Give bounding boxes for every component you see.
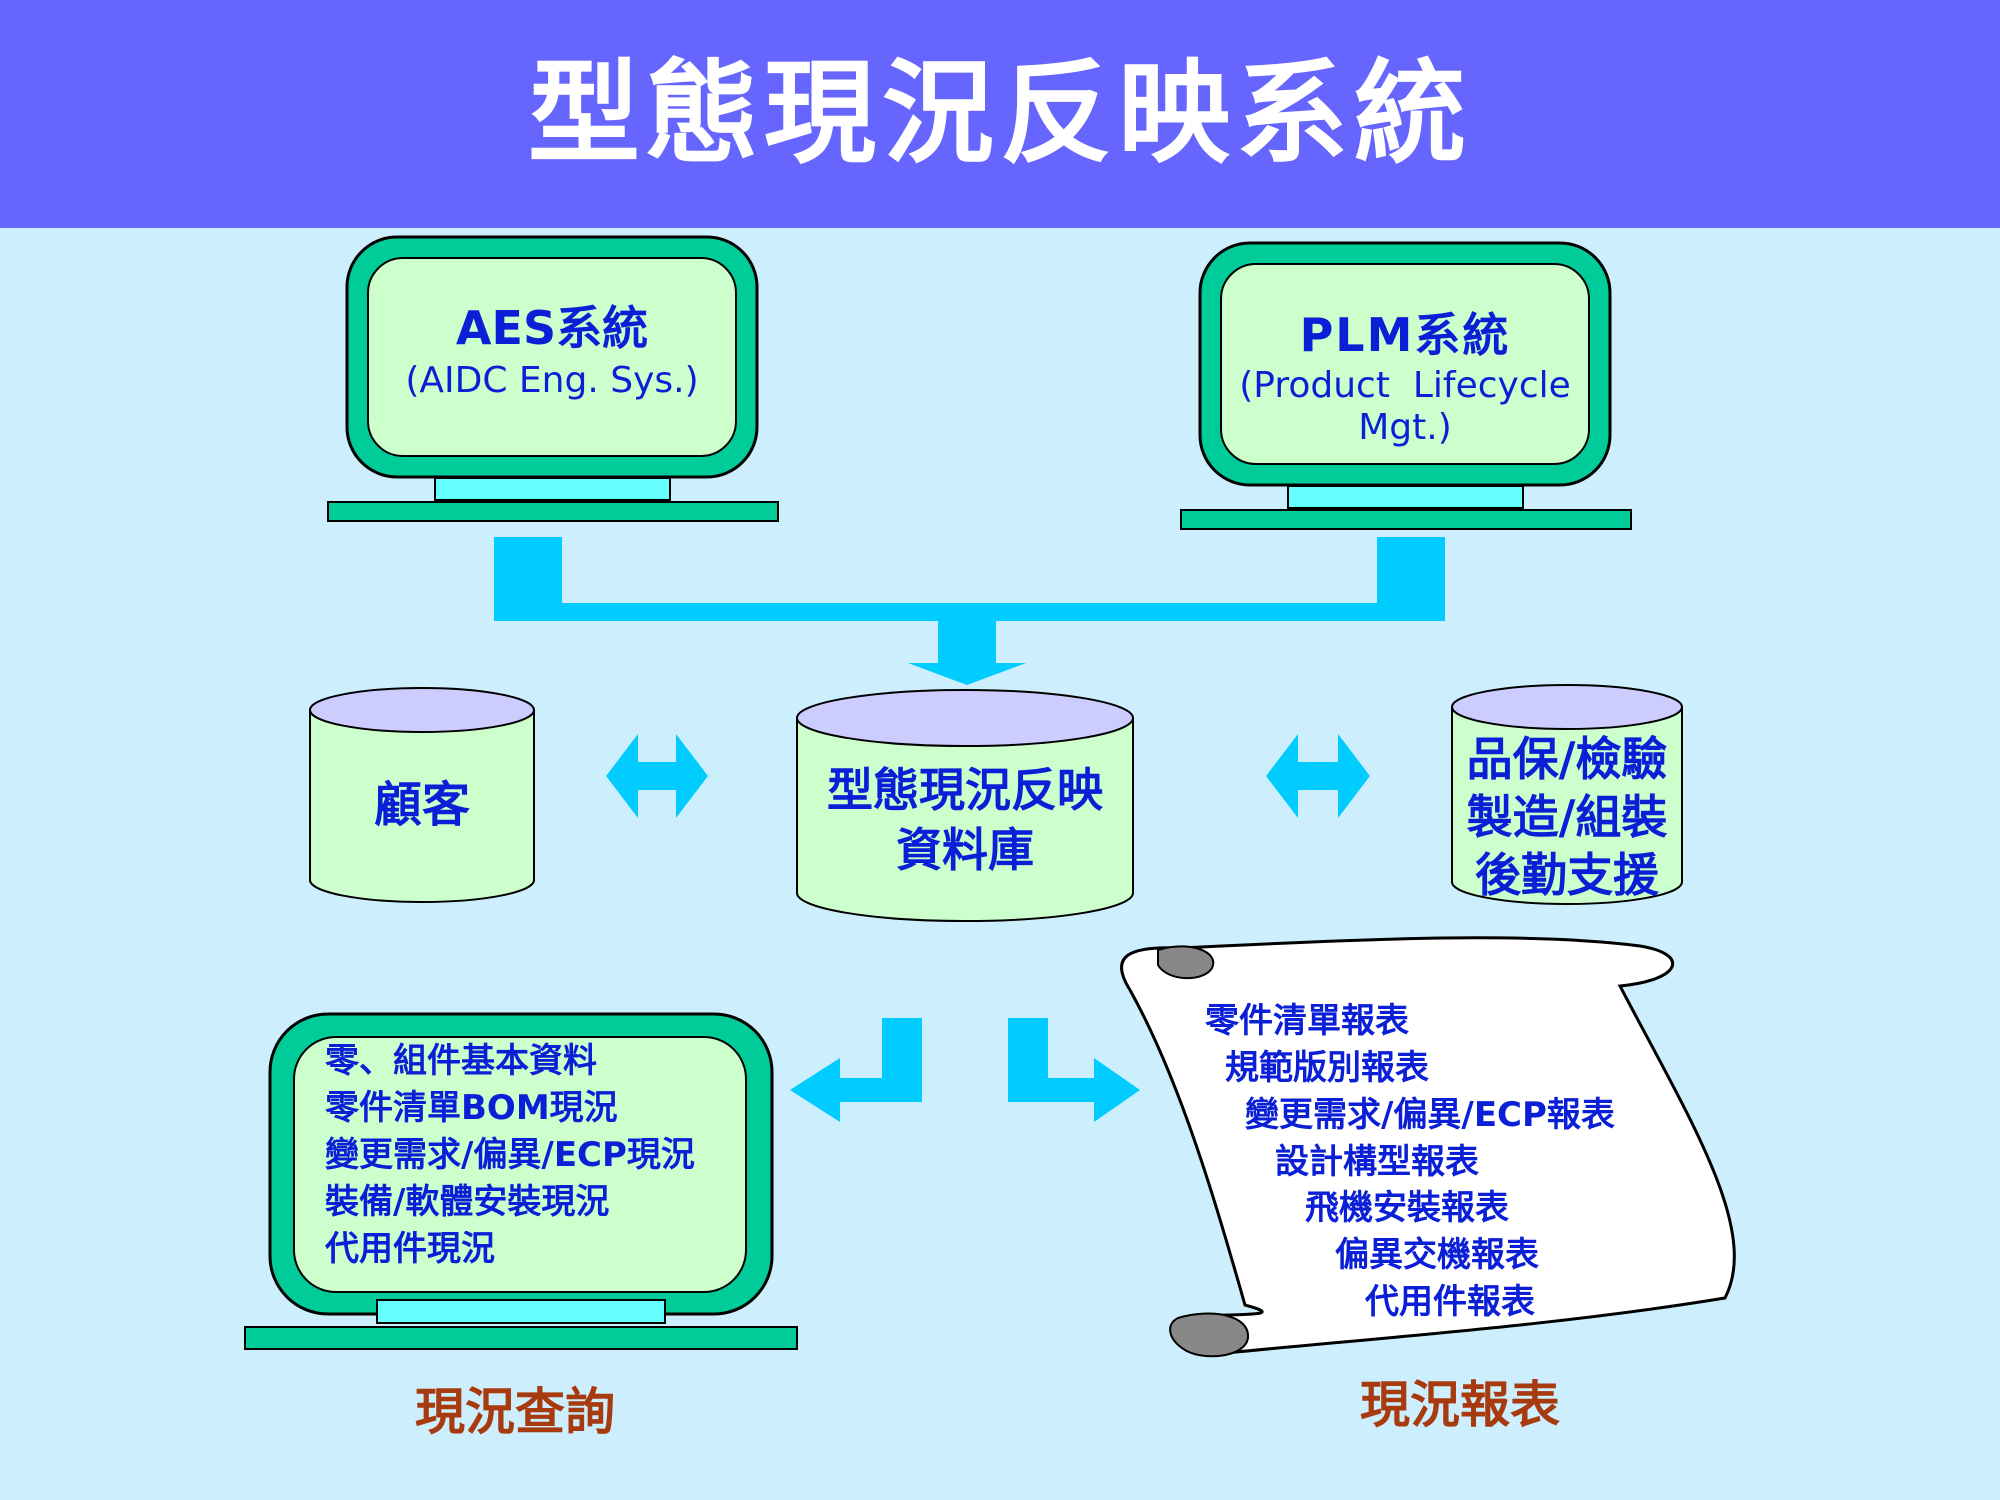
list-item: 代用件現況 (325, 1229, 495, 1269)
customer-database-label: 顧客 (373, 777, 470, 833)
query-monitor (244, 1012, 798, 1350)
list-item: 裝備/軟體安裝現況 (325, 1182, 610, 1222)
list-item: 變更需求/偏異/ECP現況 (325, 1135, 695, 1175)
list-item: 飛機安裝報表 (1305, 1188, 1509, 1228)
aes-system-name: AES系統 (455, 301, 649, 355)
page-title: 型態現況反映系統 (528, 49, 1472, 179)
central-database-line-1: 型態現況反映 (827, 763, 1103, 817)
plm-system-label: PLM系統 (Product Lifecycle Mgt.) (1221, 305, 1589, 449)
operations-line-3: 後勤支援 (1475, 848, 1659, 902)
list-item: 零、組件基本資料 (325, 1041, 597, 1081)
operations-double-arrow (1266, 734, 1370, 818)
list-item: 規範版別報表 (1225, 1048, 1429, 1088)
query-caption: 現況查詢 (415, 1383, 615, 1441)
plm-system-name: PLM系統 (1299, 308, 1511, 362)
operations-database-label: 品保/檢驗 製造/組裝 後勤支援 (1452, 730, 1682, 904)
list-item: 變更需求/偏異/ECP報表 (1245, 1095, 1615, 1135)
operations-line-2: 製造/組裝 (1466, 790, 1668, 844)
operations-line-1: 品保/檢驗 (1466, 732, 1668, 786)
report-caption: 現況報表 (1360, 1376, 1560, 1434)
customer-double-arrow (606, 734, 708, 818)
customer-database (309, 687, 535, 903)
plm-system-sub-2: Mgt.) (1358, 407, 1452, 448)
aes-monitor (327, 235, 779, 522)
plm-monitor (1180, 241, 1632, 530)
list-item: 設計構型報表 (1275, 1142, 1479, 1182)
aes-system-label: AES系統 (AIDC Eng. Sys.) (368, 298, 736, 404)
list-item: 偏異交機報表 (1335, 1235, 1539, 1275)
list-item: 零件清單BOM現況 (325, 1088, 618, 1128)
report-scroll (1120, 936, 1736, 1358)
report-bent-arrow (1008, 1018, 1140, 1122)
list-item: 代用件報表 (1365, 1282, 1535, 1322)
central-database-line-2: 資料庫 (896, 823, 1034, 877)
central-database-label: 型態現況反映 資料庫 (797, 760, 1133, 880)
title-banner (0, 0, 2000, 228)
merge-connector (494, 537, 1445, 685)
aes-system-sub: (AIDC Eng. Sys.) (405, 360, 699, 401)
operations-database (1451, 684, 1683, 905)
query-item-list: 零、組件基本資料 零件清單BOM現況 變更需求/偏異/ECP現況 裝備/軟體安裝… (325, 1038, 695, 1273)
plm-system-sub-1: (Product Lifecycle (1239, 365, 1571, 406)
central-database (796, 689, 1134, 922)
query-bent-arrow (790, 1018, 922, 1122)
list-item: 零件清單報表 (1205, 1001, 1409, 1041)
